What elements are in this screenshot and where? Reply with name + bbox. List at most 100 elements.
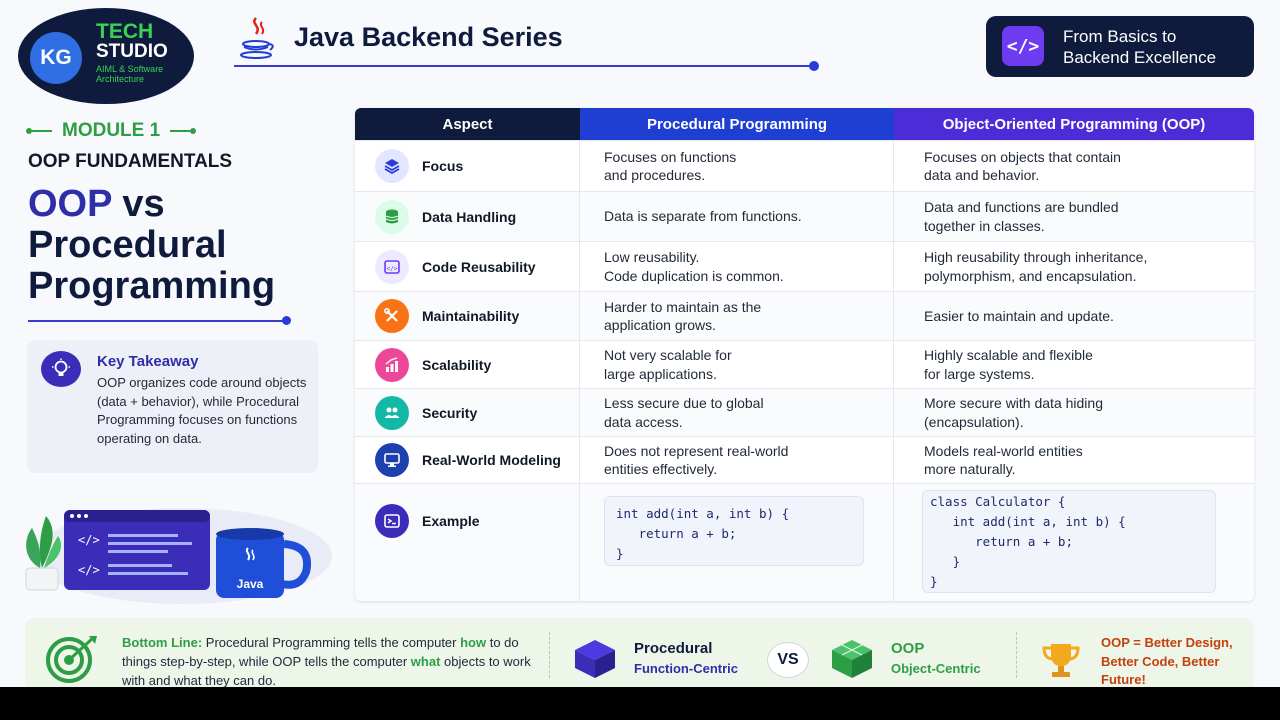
layers-icon bbox=[375, 149, 409, 183]
database-icon bbox=[375, 199, 409, 234]
kg-tech-studio-logo: KG TECH STUDIO AIML & Software Architect… bbox=[18, 8, 194, 104]
procedural-cell: Low reusability. Code duplication is com… bbox=[580, 242, 894, 291]
java-mug-icon: Java bbox=[216, 528, 311, 598]
users-shield-icon bbox=[375, 395, 409, 430]
growth-chart-icon bbox=[375, 347, 409, 382]
oop-cell: Models real-world entities more naturall… bbox=[924, 442, 1083, 478]
procedural-cell: Does not represent real-world entities e… bbox=[580, 437, 894, 483]
aspect-cell: Data Handling bbox=[355, 192, 580, 241]
aspect-label: Example bbox=[422, 513, 480, 529]
aspect-label: Code Reusability bbox=[422, 258, 536, 275]
terminal-icon bbox=[375, 504, 409, 538]
aspect-label: Data Handling bbox=[422, 208, 517, 225]
table-row-focus: Focus Focuses on functions and procedure… bbox=[355, 140, 1254, 191]
logo-initials: KG bbox=[30, 32, 82, 84]
procedural-cell: Data is separate from functions. bbox=[580, 192, 894, 241]
oop-cell: Focuses on objects that contain data and… bbox=[924, 148, 1121, 184]
aspect-cell: Focus bbox=[355, 141, 580, 191]
module-label: MODULE 1 bbox=[62, 120, 161, 141]
code-icon: </> bbox=[1002, 26, 1044, 66]
aspect-cell: </> Code Reusability bbox=[355, 242, 580, 291]
plant-icon bbox=[25, 516, 62, 591]
procedural-code-example: int add(int a, int b) { return a + b; } bbox=[604, 496, 864, 566]
title-divider bbox=[28, 320, 286, 322]
table-row-example: Example int add(int a, int b) { return a… bbox=[355, 483, 1254, 601]
aspect-cell: Example bbox=[355, 484, 580, 601]
procedural-cell: Focuses on functions and procedures. bbox=[580, 141, 894, 191]
aspect-cell: Real-World Modeling bbox=[355, 437, 580, 483]
procedural-cell: Less secure due to global data access. bbox=[580, 389, 894, 436]
title-divider-dot bbox=[282, 316, 291, 325]
table-row-data-handling: Data Handling Data is separate from func… bbox=[355, 191, 1254, 241]
oop-code-example: class Calculator { int add(int a, int b)… bbox=[922, 490, 1216, 593]
trophy-icon bbox=[1042, 644, 1080, 677]
title-line-2: Procedural bbox=[28, 224, 227, 266]
oop-cube-icon bbox=[832, 640, 872, 678]
infographic-canvas: KG TECH STUDIO AIML & Software Architect… bbox=[0, 0, 1280, 687]
procedural-cell: int add(int a, int b) { return a + b; } bbox=[580, 484, 894, 601]
oop-cell: More secure with data hiding (encapsulat… bbox=[924, 395, 1103, 430]
page-title: OOP vs Procedural Programming bbox=[28, 184, 275, 307]
oop-cell: Easier to maintain and update. bbox=[924, 307, 1114, 324]
bottom-line-label: Bottom Line: bbox=[122, 635, 203, 650]
code-window-icon: </> </> bbox=[64, 510, 210, 590]
oop-cell: Highly scalable and flexible for large s… bbox=[924, 347, 1093, 382]
oop-subtitle: Object-Centric bbox=[891, 661, 981, 676]
comparison-table: Aspect Procedural Programming Object-Ori… bbox=[355, 108, 1254, 601]
aspect-label: Maintainability bbox=[422, 308, 520, 324]
oop-cell: High reusability through inheritance, po… bbox=[924, 249, 1148, 284]
aspect-label: Focus bbox=[422, 158, 464, 174]
aspect-cell: Maintainability bbox=[355, 292, 580, 340]
procedural-cube-icon bbox=[575, 640, 615, 678]
series-title: Java Backend Series bbox=[294, 22, 563, 52]
bottom-line-banner: Bottom Line: Procedural Programming tell… bbox=[25, 618, 1254, 687]
oop-title: OOP bbox=[891, 640, 925, 657]
title-line-3: Programming bbox=[28, 265, 276, 307]
header-divider-dot bbox=[809, 61, 819, 71]
table-row-maintainability: Maintainability Harder to maintain as th… bbox=[355, 291, 1254, 340]
table-row-real-world-modeling: Real-World Modeling Does not represent r… bbox=[355, 436, 1254, 483]
java-cup-icon bbox=[240, 17, 274, 59]
vs-badge: VS bbox=[767, 642, 809, 678]
key-takeaway-card: Key Takeaway OOP organizes code around o… bbox=[27, 340, 318, 473]
module-label-row: MODULE 1 bbox=[26, 120, 197, 142]
mug-label: Java bbox=[237, 577, 264, 591]
table-header-aspect: Aspect bbox=[355, 108, 580, 140]
banner-divider bbox=[549, 632, 550, 678]
svg-text:</>: </> bbox=[78, 563, 100, 577]
aspect-label: Real-World Modeling bbox=[422, 452, 561, 468]
oop-cell: class Calculator { int add(int a, int b)… bbox=[894, 484, 1254, 601]
monitor-icon bbox=[375, 443, 409, 477]
title-vs: vs bbox=[111, 183, 165, 225]
table-header-oop: Object-Oriented Programming (OOP) bbox=[894, 108, 1254, 140]
logo-studio-text: STUDIO bbox=[96, 41, 168, 62]
takeaway-title: Key Takeaway bbox=[97, 353, 199, 370]
procedural-subtitle: Function-Centric bbox=[634, 661, 738, 676]
table-row-scalability: Scalability Not very scalable for large … bbox=[355, 340, 1254, 388]
badge-text: From Basics to Backend Excellence bbox=[1063, 27, 1217, 67]
aspect-label: Security bbox=[422, 404, 478, 421]
slogan-text: OOP = Better Design, Better Code, Better… bbox=[1101, 635, 1233, 687]
table-row-code-reusability: </> Code Reusability Low reusability. Co… bbox=[355, 241, 1254, 291]
aspect-cell: Security bbox=[355, 389, 580, 436]
code-window-icon: </> bbox=[375, 249, 409, 284]
lightbulb-icon bbox=[41, 351, 81, 387]
oop-cell: Data and functions are bundled together … bbox=[924, 199, 1119, 234]
procedural-cell: Not very scalable for large applications… bbox=[580, 341, 894, 388]
tagline-badge: </> From Basics to Backend Excellence bbox=[986, 16, 1254, 77]
logo-tagline: AIML & Software Architecture bbox=[96, 64, 164, 84]
section-title: OOP FUNDAMENTALS bbox=[28, 151, 233, 172]
target-icon bbox=[46, 636, 97, 683]
logo-tech-text: TECH bbox=[96, 20, 154, 43]
banner-divider bbox=[1016, 632, 1017, 678]
bottom-line-text: Bottom Line: Procedural Programming tell… bbox=[122, 635, 531, 687]
table-header-procedural: Procedural Programming bbox=[580, 108, 894, 140]
tools-icon bbox=[375, 299, 409, 333]
takeaway-body: OOP organizes code around objects (data … bbox=[97, 375, 307, 446]
title-accent: OOP bbox=[28, 183, 112, 225]
table-row-security: Security Less secure due to global data … bbox=[355, 388, 1254, 436]
procedural-cell: Harder to maintain as the application gr… bbox=[580, 292, 894, 340]
svg-text:</>: </> bbox=[387, 265, 398, 272]
procedural-title: Procedural bbox=[634, 640, 713, 657]
svg-text:</>: </> bbox=[78, 533, 100, 547]
